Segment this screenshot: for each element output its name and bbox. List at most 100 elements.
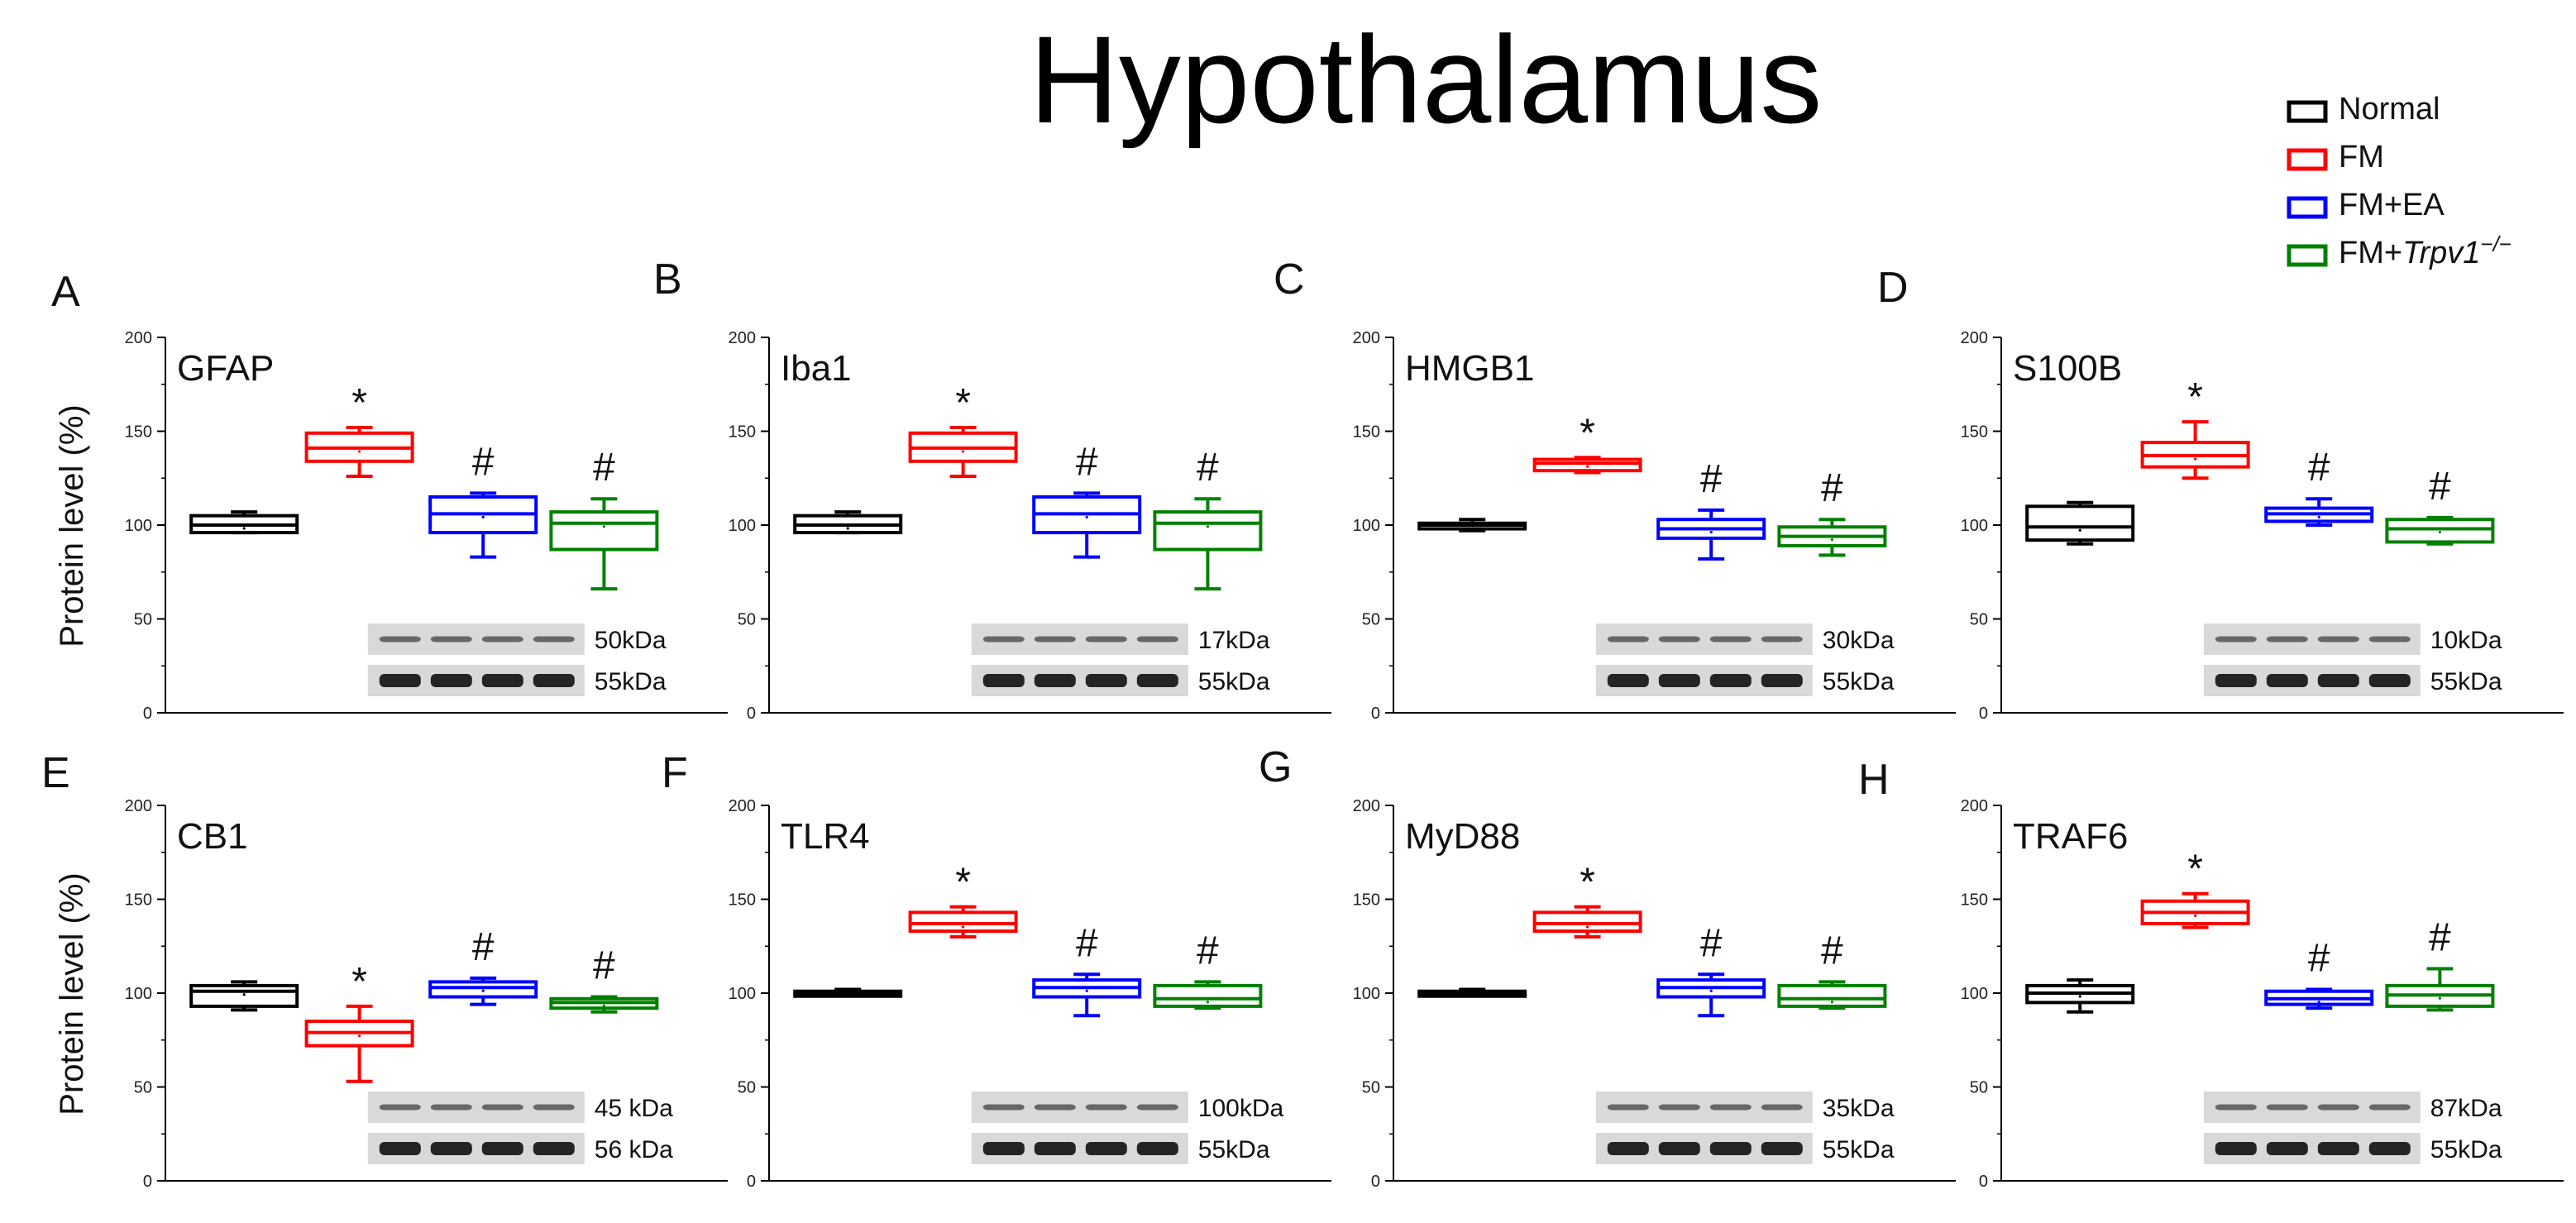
molecular-weight-label: 100kDa: [1198, 1095, 1284, 1122]
y-tick-label: 0: [1979, 1173, 1988, 1191]
box-mean-dot: [481, 515, 485, 518]
significance-asterisk: *: [955, 381, 971, 425]
blot-band: [1761, 636, 1803, 643]
blot-band: [1085, 674, 1127, 687]
blot-band: [533, 674, 575, 687]
box-3: [2264, 497, 2374, 527]
box-2: [304, 1004, 414, 1083]
box-mean-dot: [602, 1004, 606, 1007]
blot-band: [2215, 674, 2257, 687]
protein-name: MyD88: [1405, 816, 1520, 857]
y-tick-label: 0: [143, 1173, 152, 1191]
box-mean-dot: [2438, 530, 2441, 534]
significance-hash: #: [2429, 915, 2451, 959]
box-iqr: [189, 983, 299, 1008]
y-tick-label: 100: [729, 985, 756, 1003]
significance-asterisk: *: [2187, 848, 2203, 891]
box-iqr: [1532, 457, 1642, 473]
significance-hash: #: [1197, 446, 1219, 490]
blot-band: [1658, 636, 1700, 643]
box-iqr: [1153, 510, 1263, 552]
blot-band: [1136, 1142, 1178, 1155]
molecular-weight-label: 55kDa: [2430, 1136, 2502, 1163]
box-3: [428, 491, 538, 559]
legend-label-superscript: −/−: [2480, 232, 2511, 256]
y-tick-label: 100: [1353, 517, 1380, 535]
blot-band: [1607, 1142, 1649, 1155]
molecular-weight-label: 55kDa: [1823, 1136, 1895, 1163]
blot-band: [481, 636, 523, 643]
y-tick-label: 150: [1353, 891, 1380, 910]
y-tick-label: 150: [1961, 423, 1988, 442]
blot-band: [481, 1142, 523, 1155]
box-mean-dot: [2194, 914, 2197, 917]
blot-band: [2368, 674, 2411, 687]
y-tick-label: 0: [1371, 1173, 1380, 1191]
significance-hash: #: [1197, 929, 1219, 972]
box-iqr: [2385, 518, 2495, 544]
blot-band: [2317, 1142, 2359, 1155]
box-1: [793, 987, 903, 998]
blot-band: [1085, 1142, 1127, 1155]
protein-name: Iba1: [781, 348, 852, 389]
molecular-weight-label: 30kDa: [1823, 627, 1895, 654]
y-tick-label: 150: [1353, 423, 1380, 442]
significance-hash: #: [2308, 936, 2330, 980]
box-mean-dot: [1586, 925, 1589, 929]
box-4: [549, 995, 659, 1014]
molecular-weight-label: 87kDa: [2430, 1095, 2502, 1122]
blot-band: [2317, 1104, 2359, 1111]
y-axis-label: Protein level (%): [54, 404, 90, 647]
blot-band: [2215, 636, 2257, 643]
y-tick-label: 100: [1961, 985, 1988, 1003]
box-iqr: [428, 980, 538, 999]
blot-band: [1607, 1104, 1649, 1111]
western-blot-inset: [971, 1092, 1188, 1164]
panels: A050100150200GFAP*##50kDa55kDaB050100150…: [41, 256, 2564, 1191]
significance-hash: #: [1821, 466, 1843, 510]
box-mean-dot: [1206, 525, 1209, 528]
box-mean-dot: [242, 527, 246, 530]
blot-band: [1034, 636, 1076, 643]
blot-band: [379, 636, 421, 643]
y-tick-label: 150: [729, 423, 756, 442]
box-mean-dot: [1085, 515, 1088, 518]
y-tick-label: 50: [738, 611, 756, 629]
protein-name: TLR4: [781, 816, 870, 857]
box-3: [1656, 508, 1766, 561]
y-tick-label: 200: [125, 329, 152, 347]
significance-hash: #: [593, 944, 615, 988]
legend-entry: FM: [2339, 140, 2384, 174]
box-mean-dot: [962, 450, 965, 453]
y-axis-label: Protein level (%): [54, 872, 90, 1115]
y-tick-label: 0: [747, 1173, 756, 1191]
box-3: [1032, 972, 1142, 1018]
blot-band: [982, 636, 1025, 643]
legend-entry: FM+Trpv1−/−: [2339, 232, 2511, 270]
blot-band: [481, 1104, 523, 1111]
box-4: [1153, 497, 1263, 591]
panel-letter: E: [41, 749, 70, 797]
box-3: [2264, 987, 2374, 1010]
blot-band: [1761, 1142, 1803, 1155]
box-mean-dot: [481, 989, 485, 992]
blot-band: [1085, 1104, 1127, 1111]
blot-band: [1085, 636, 1127, 643]
box-1: [2025, 500, 2135, 546]
panel-letter: H: [1858, 756, 1890, 804]
blot-band: [533, 1142, 575, 1155]
blot-band: [430, 636, 472, 643]
blot-band: [1761, 1104, 1803, 1111]
y-tick-label: 100: [1353, 985, 1380, 1003]
y-tick-label: 100: [125, 985, 152, 1003]
y-tick-label: 200: [1353, 797, 1380, 815]
blot-band: [2215, 1104, 2257, 1111]
panel-letter: A: [51, 268, 80, 316]
blot-band: [1034, 1104, 1076, 1111]
